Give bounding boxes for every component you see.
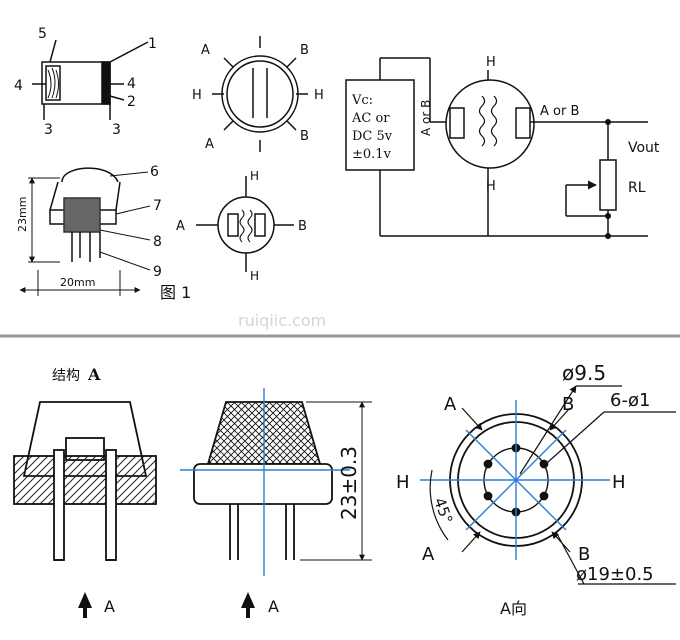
view-b-label-bottom: B [578, 544, 590, 565]
arrow-a-2-label: A [268, 597, 279, 616]
watermark: ruiqiic.com [238, 311, 326, 330]
pin-top-h-left: H [192, 88, 202, 103]
part-num-5: 5 [38, 26, 47, 42]
part-num-9: 9 [153, 264, 162, 280]
supply-line-2: AC or [351, 111, 390, 126]
dim-d9-5: ø9.5 [562, 361, 606, 385]
view-b-label-top: B [562, 394, 574, 415]
structure-label-letter: A [87, 365, 101, 384]
pin-top-a-bottom: A [205, 137, 214, 152]
view-a-label-top: A [444, 394, 457, 415]
circuit-rl: RL [628, 180, 646, 196]
supply-line-3: DC 5v [352, 129, 393, 144]
circuit-h-bottom: H [486, 179, 496, 194]
dim-height-23mm: 23mm [16, 197, 29, 232]
pin-top-view [212, 36, 308, 152]
pin-top-h-right: H [314, 88, 324, 103]
view-h-left: H [396, 472, 410, 493]
part-num-8: 8 [153, 234, 162, 250]
dim-holes: 6-ø1 [610, 390, 650, 411]
circuit-node-gnd [605, 233, 611, 239]
figure-label: 图 1 [160, 283, 191, 302]
circuit-a-or-b-vertical: A or B [419, 100, 433, 136]
pin-side-view [196, 176, 294, 272]
circuit-a-or-b-right: A or B [540, 104, 579, 119]
pin-top-b-bottom: B [300, 129, 309, 144]
arrow-a-1-label: A [104, 597, 115, 616]
sensor-3d-view [19, 167, 151, 296]
part-num-2: 2 [127, 94, 136, 110]
dim-width-20mm: 20mm [60, 276, 95, 289]
circuit-vout: Vout [628, 140, 660, 156]
cross-section-a [13, 401, 157, 561]
part-num-6: 6 [150, 164, 159, 180]
supply-line-4: ±0.1v [352, 147, 392, 162]
pin-top-a: A [201, 43, 210, 58]
pin-top-b: B [300, 43, 309, 58]
arrow-a-2 [241, 592, 255, 618]
height-dim-23: 23±0.3 [337, 446, 361, 520]
sensor-side-view-small [32, 39, 149, 120]
pin-side-a: A [176, 219, 185, 234]
view-a-caption: A向 [500, 599, 527, 618]
circuit-h-top: H [486, 55, 496, 70]
bottom-view-a [420, 385, 676, 585]
supply-line-1: Vc: [351, 93, 373, 108]
part-num-7: 7 [153, 198, 162, 214]
part-num-4-right: 4 [127, 76, 136, 92]
arrow-a-1 [78, 592, 92, 618]
test-circuit [345, 57, 648, 237]
part-num-4-left: 4 [14, 78, 23, 94]
pin-side-h-top: H [250, 169, 259, 183]
pin-side-h-bottom: H [250, 269, 259, 283]
dim-d19: ø19±0.5 [576, 564, 654, 585]
pin-side-b: B [298, 219, 307, 234]
view-h-right: H [612, 472, 626, 493]
part-num-1: 1 [148, 36, 157, 52]
view-a-label-bottom: A [422, 544, 435, 565]
circuit-node-rl [605, 213, 611, 219]
structure-label: 结构 [52, 368, 80, 384]
part-num-3-right: 3 [112, 122, 121, 138]
part-num-3-left: 3 [44, 122, 53, 138]
circuit-node-out [605, 119, 611, 125]
mesh-cap-view [180, 388, 372, 576]
